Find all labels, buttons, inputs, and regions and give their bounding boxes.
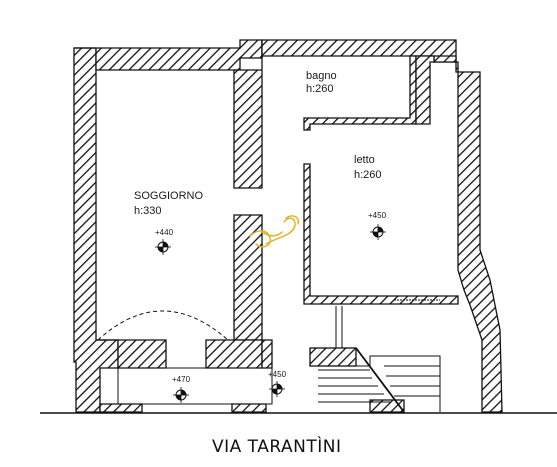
elevation-marker-scala [269,381,285,397]
wall-bottom-mid [205,339,263,369]
stair-landing [309,347,357,367]
room-height-soggiorno: h:330 [134,205,162,217]
entrance-box [117,367,273,405]
elevation-label-soggiorno: +440 [155,228,174,237]
wall-central-upper [233,40,263,189]
wall-bottom-stub-b [231,403,267,413]
wall-bagno-right [415,55,435,125]
elevation-label-ingresso: +470 [172,375,191,384]
wall-entrance-right [261,339,273,369]
room-name-letto: letto [354,154,375,166]
room-height-bagno: h:260 [306,83,334,95]
elevation-label-scala: +450 [268,370,287,379]
elevation-label-letto: +450 [368,211,387,220]
wall-letto [303,163,459,305]
room-height-letto: h:260 [354,169,382,181]
wall-central-lower [233,214,263,341]
elevation-marker-letto [370,224,386,240]
wall-left [73,47,119,413]
fixtures [117,299,441,413]
room-name-bagno: bagno [306,70,337,82]
street-name: VIA TARANTÌNI [212,435,341,457]
wall-bottom-stub-a [99,403,143,413]
wall-top-left [74,39,263,71]
elevation-marker-soggiorno [155,239,171,255]
wall-right [433,55,503,413]
walls [73,39,503,413]
annotation-scribble [249,215,300,248]
door-arc [97,310,229,341]
stair-treads [318,365,440,403]
stair-diagonal [355,347,405,413]
elevation-marker-ingresso [173,387,189,403]
room-name-soggiorno: SOGGIORNO [134,190,204,202]
